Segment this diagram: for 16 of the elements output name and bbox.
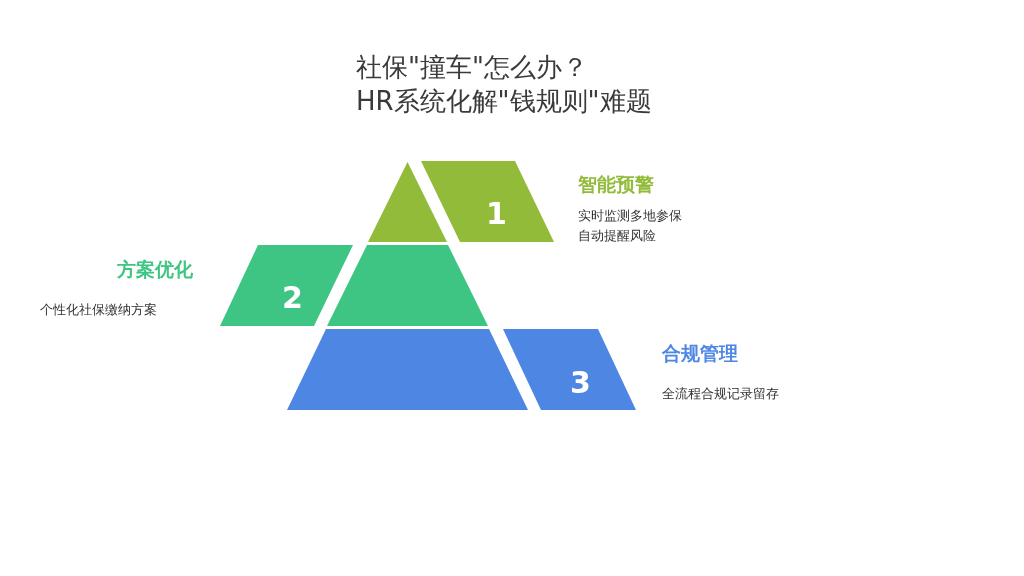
parallelogram-tile — [503, 329, 636, 410]
step-description: 实时监测多地参保自动提醒风险 — [578, 207, 683, 245]
step-description: 全流程合规记录留存 — [662, 385, 780, 403]
pyramid-layer — [287, 329, 528, 410]
pyramid-layer — [327, 245, 488, 326]
step-description: 个性化社保缴纳方案 — [40, 301, 158, 319]
step-number: 2 — [282, 283, 303, 313]
step-number: 1 — [486, 199, 507, 229]
parallelogram-tile — [421, 161, 554, 242]
step-heading: 智能预警 — [578, 172, 654, 196]
title: 社保"撞车"怎么办？HR系统化解"钱规则"难题 — [356, 51, 653, 118]
parallelogram-tile — [220, 245, 353, 326]
pyramid-layer — [368, 162, 447, 242]
step-heading: 合规管理 — [662, 341, 738, 365]
step-heading: 方案优化 — [117, 257, 193, 281]
step-number: 3 — [570, 368, 591, 398]
